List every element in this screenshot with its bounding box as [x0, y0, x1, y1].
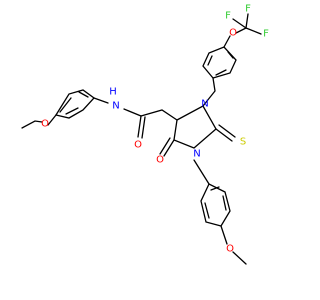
aryl-ocf3-bond [223, 35, 231, 48]
thione-double-bond [215, 124, 236, 142]
thione-sulfur-label: S [240, 137, 246, 148]
aryl-ome-bond [220, 225, 228, 245]
n-aryl-bond [193, 159, 210, 185]
o-cf3-bond [235, 27, 247, 34]
o-methyl-bond [232, 251, 247, 265]
ethoxy-oxygen-label: O [41, 119, 49, 130]
carbonyl-double-bond [137, 115, 146, 139]
ch2-bond [140, 109, 178, 121]
fluorine-3-label: F [225, 11, 231, 22]
n-carbonyl-bond [123, 108, 142, 117]
n-benzyl-bond [202, 77, 216, 107]
aryl-n-bond [93, 97, 109, 104]
fluorine-1-label: F [245, 4, 251, 15]
trifluoromethoxyphenyl-ring-inner [207, 51, 234, 76]
methoxyphenyl-ring-inner [204, 186, 227, 219]
amide-nitrogen-label: N [112, 101, 119, 112]
ether-bond-ethoxy [47, 114, 57, 126]
bonds [21, 13, 262, 265]
ethyl-bond [21, 120, 43, 129]
ring-nitrogen-3-label: N [201, 99, 208, 110]
fluorine-2-label: F [263, 29, 269, 40]
imidazolidine-ring [173, 105, 217, 149]
amide-oxygen-label: O [134, 140, 142, 151]
ring-oxygen-label: O [156, 155, 164, 166]
cf3-bonds [232, 13, 262, 35]
atom-labels: O H N O N N O S O F F F O [41, 4, 269, 255]
ring-carbonyl-double-bond [159, 137, 175, 157]
ethoxyphenyl-ring-inner [59, 91, 89, 115]
trifluoromethoxy-oxygen-label: O [229, 28, 237, 39]
ring-nitrogen-1-label: N [193, 149, 200, 160]
ethoxyphenyl-ring [54, 89, 95, 119]
chemical-structure: O H N O N N O S O F F F O [21, 4, 269, 265]
methoxy-oxygen-label: O [226, 244, 234, 255]
amide-hydrogen-label: H [109, 87, 117, 98]
